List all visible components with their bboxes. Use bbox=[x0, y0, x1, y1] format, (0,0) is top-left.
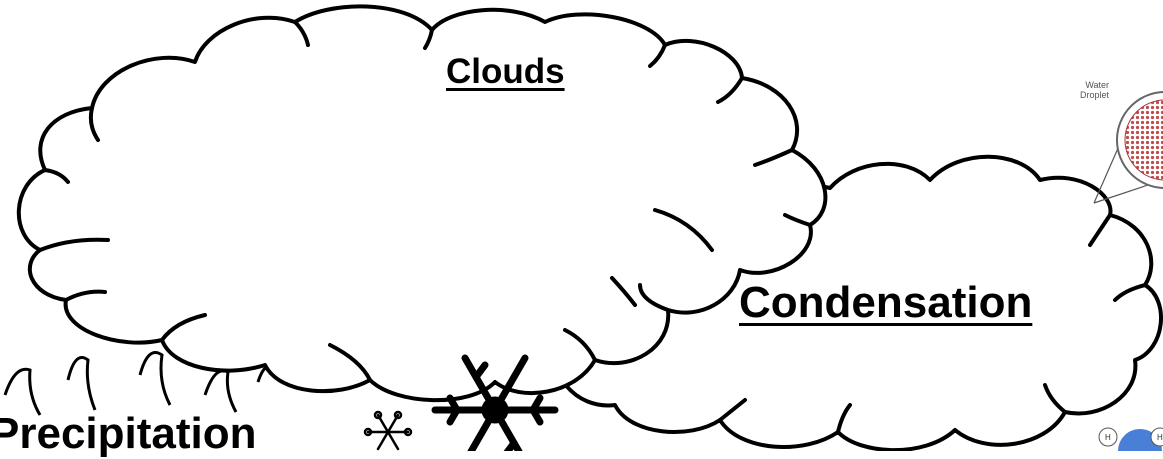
precipitation-label: Precipitation bbox=[0, 409, 257, 458]
water-droplet-caption: Water Droplet bbox=[1079, 80, 1109, 100]
snowflake-icon bbox=[431, 354, 559, 451]
atom-label-right: H bbox=[1157, 433, 1163, 442]
atom-label-left: H bbox=[1105, 433, 1111, 442]
water-molecule-icon: H H bbox=[1098, 427, 1163, 451]
condensation-label: Condensation bbox=[739, 278, 1033, 327]
clouds-cloud bbox=[16, 4, 828, 403]
small-snowflake-icon bbox=[363, 410, 413, 451]
cloud-detail-strokes bbox=[38, 20, 1147, 434]
water-droplet-magnified-icon bbox=[1093, 91, 1163, 204]
clouds-label: Clouds bbox=[446, 52, 565, 91]
